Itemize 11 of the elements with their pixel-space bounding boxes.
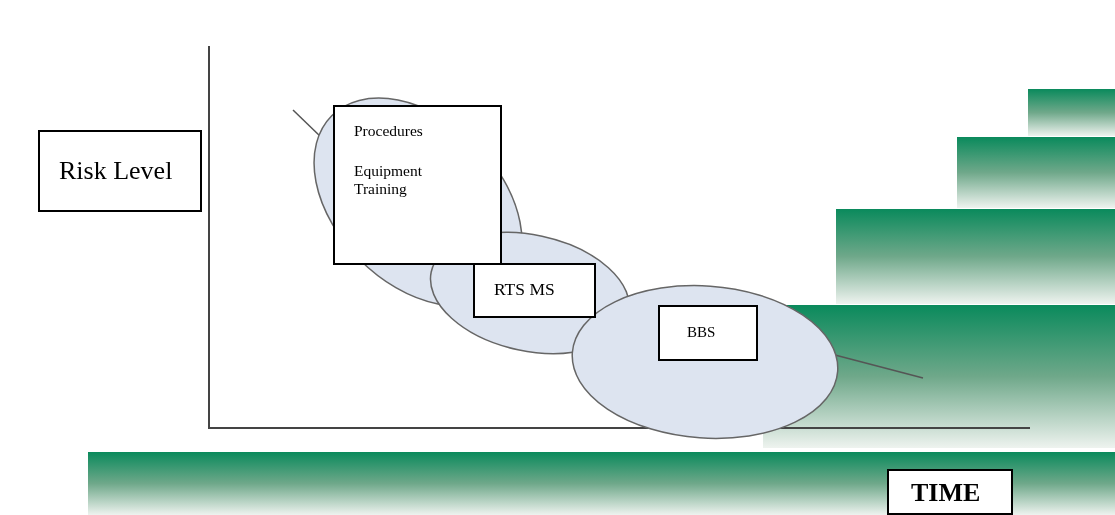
text-box [473,263,596,318]
box-label: TIME [911,478,981,508]
box-label: BBS [687,324,716,342]
box-label: Procedures [354,122,423,140]
text-box [333,105,502,265]
box-label: Equipment Training [354,162,424,198]
box-label: Risk Level [59,156,173,186]
text-box [887,469,1013,515]
text-box [38,130,202,212]
box-label: RTS MS [494,279,555,300]
text-box [658,305,758,361]
